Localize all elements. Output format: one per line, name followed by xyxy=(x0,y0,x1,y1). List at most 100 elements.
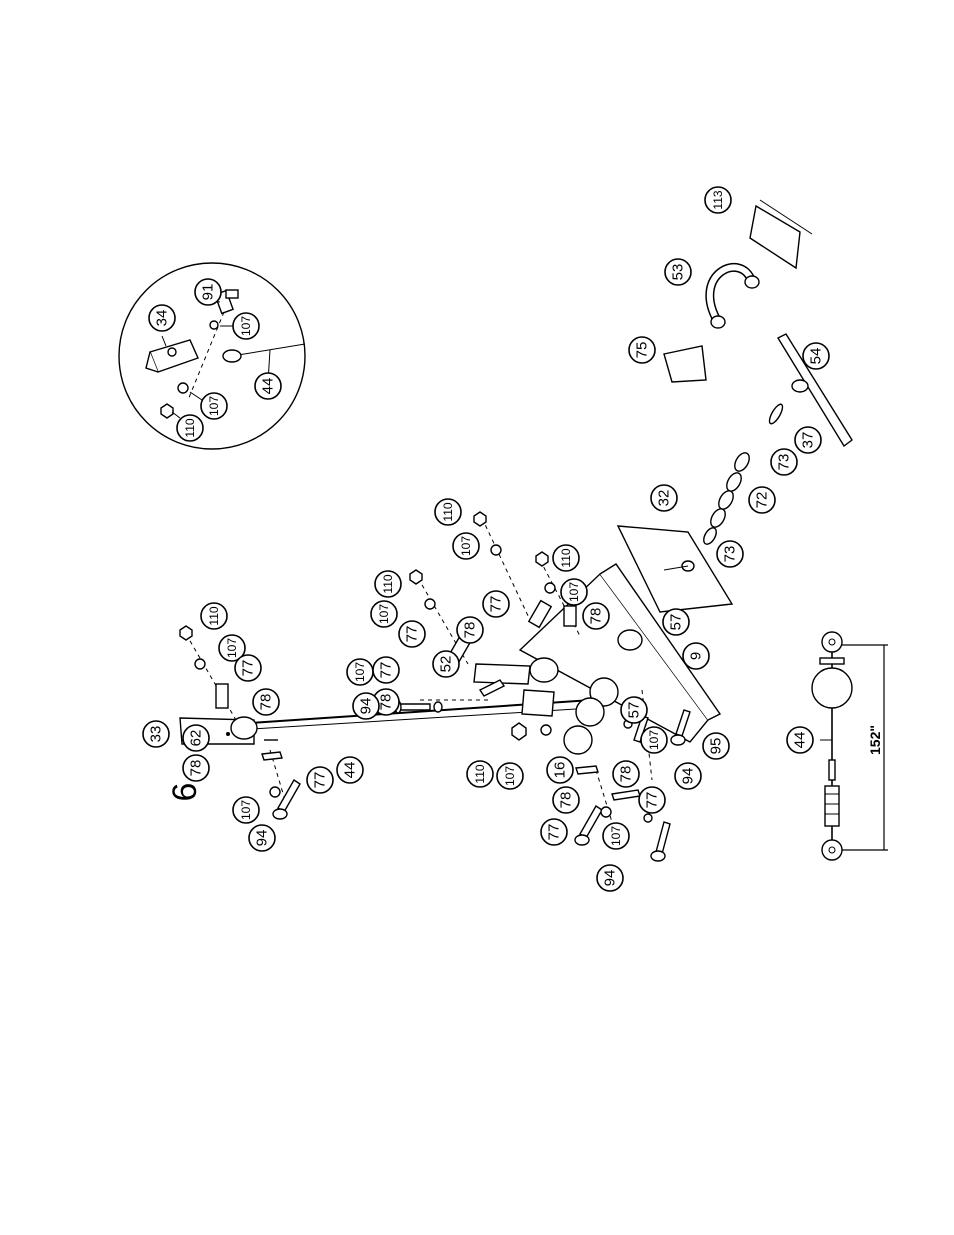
callout-c107f: 107 xyxy=(497,763,523,789)
callout-c53: 53 xyxy=(665,259,691,285)
callout-label: 107 xyxy=(239,800,253,820)
callout-label: 77 xyxy=(240,660,257,677)
callout-label: 78 xyxy=(618,766,635,783)
callout-c110d: 110 xyxy=(467,761,493,787)
callout-label: 107 xyxy=(207,396,221,416)
callout-d91: 91 xyxy=(195,279,221,305)
callout-label: 77 xyxy=(488,596,505,613)
callout-label: 107 xyxy=(353,662,367,682)
callout-label: 16 xyxy=(552,762,569,779)
callout-c107a: 107 xyxy=(453,533,479,559)
callout-c107g: 107 xyxy=(603,823,629,849)
callout-c94d: 94 xyxy=(249,825,275,851)
callout-label: 107 xyxy=(225,638,239,658)
callout-c9: 9 xyxy=(683,643,709,669)
callout-label: 78 xyxy=(258,694,275,711)
callout-c78b: 78 xyxy=(457,617,483,643)
callout-c77e: 77 xyxy=(639,787,665,813)
callout-label: 94 xyxy=(358,698,375,715)
callout-c77g: 77 xyxy=(307,767,333,793)
callout-label: 94 xyxy=(602,870,619,887)
callout-c78g: 78 xyxy=(183,755,209,781)
callout-label: 9 xyxy=(688,652,705,660)
callout-d107b: 107 xyxy=(201,393,227,419)
callout-c77d: 77 xyxy=(541,819,567,845)
callout-label: 57 xyxy=(668,614,685,631)
callout-c107b: 107 xyxy=(561,579,587,605)
callout-c52: 52 xyxy=(433,651,459,677)
callout-label: 95 xyxy=(708,738,725,755)
callout-label: 44 xyxy=(342,762,359,779)
callout-c78a: 78 xyxy=(583,603,609,629)
callout-c57b: 57 xyxy=(621,697,647,723)
callout-label: 107 xyxy=(377,604,391,624)
callout-label: 110 xyxy=(183,418,197,437)
callout-label: 62 xyxy=(188,730,205,747)
callout-c107c: 107 xyxy=(371,601,397,627)
callout-c107e: 107 xyxy=(641,727,667,753)
callout-label: 107 xyxy=(239,316,253,336)
callout-c72: 72 xyxy=(749,487,775,513)
callout-c94b: 94 xyxy=(675,763,701,789)
callout-label: 107 xyxy=(567,582,581,602)
callout-label: 52 xyxy=(438,656,455,673)
callout-c110c: 110 xyxy=(375,571,401,597)
callout-c77f: 77 xyxy=(235,655,261,681)
callout-c54: 54 xyxy=(803,343,829,369)
callout-label: 110 xyxy=(207,606,221,625)
callout-label: 73 xyxy=(776,454,793,471)
callout-c94c: 94 xyxy=(597,865,623,891)
callout-label: 44 xyxy=(260,378,277,395)
callout-c94a: 94 xyxy=(353,693,379,719)
callout-c73a: 73 xyxy=(771,449,797,475)
callout-label: 110 xyxy=(559,548,573,567)
callout-label: 77 xyxy=(312,772,329,789)
callout-label: 72 xyxy=(754,492,771,509)
callout-label: 78 xyxy=(462,622,479,639)
callout-label: 53 xyxy=(670,264,687,281)
callout-label: 78 xyxy=(558,792,575,809)
callout-c44b: 44 xyxy=(787,727,813,753)
callout-label: 110 xyxy=(381,574,395,593)
callout-c110a: 110 xyxy=(435,499,461,525)
callout-c57a: 57 xyxy=(663,609,689,635)
callout-c16: 16 xyxy=(547,757,573,783)
callout-label: 107 xyxy=(459,536,473,556)
callout-c77a: 77 xyxy=(483,591,509,617)
callout-c32: 32 xyxy=(651,485,677,511)
callout-label: 77 xyxy=(378,662,395,679)
callout-label: 44 xyxy=(792,732,809,749)
callout-label: 77 xyxy=(546,824,563,841)
callout-label: 77 xyxy=(644,792,661,809)
callout-c95: 95 xyxy=(703,733,729,759)
callout-label: 78 xyxy=(188,760,205,777)
callout-c77b: 77 xyxy=(399,621,425,647)
callout-label: 32 xyxy=(656,490,673,507)
callout-c44: 44 xyxy=(337,757,363,783)
callout-d110: 110 xyxy=(177,415,203,441)
callout-c110b: 110 xyxy=(553,545,579,571)
callout-c73b: 73 xyxy=(717,541,743,567)
callout-label: 57 xyxy=(626,702,643,719)
callout-label: 107 xyxy=(647,730,661,750)
callout-c75: 75 xyxy=(629,337,655,363)
callout-label: 107 xyxy=(609,826,623,846)
callout-c78f: 78 xyxy=(253,689,279,715)
dimension-label: 152" xyxy=(867,725,883,755)
callout-d44: 44 xyxy=(255,373,281,399)
callout-label: 34 xyxy=(154,310,171,327)
callout-c33: 33 xyxy=(143,721,169,747)
callout-c78e: 78 xyxy=(613,761,639,787)
callout-label: 73 xyxy=(722,546,739,563)
callout-c107d: 107 xyxy=(347,659,373,685)
callout-label: 78 xyxy=(378,694,395,711)
callout-label: 54 xyxy=(808,348,825,365)
callout-c37: 37 xyxy=(795,427,821,453)
callout-label: 77 xyxy=(404,626,421,643)
callout-d34: 34 xyxy=(149,305,175,331)
callout-d107a: 107 xyxy=(233,313,259,339)
callout-c62: 62 xyxy=(183,725,209,751)
callout-c113: 113 xyxy=(705,187,731,213)
callout-label: 107 xyxy=(503,766,517,786)
callout-label: 94 xyxy=(254,830,271,847)
